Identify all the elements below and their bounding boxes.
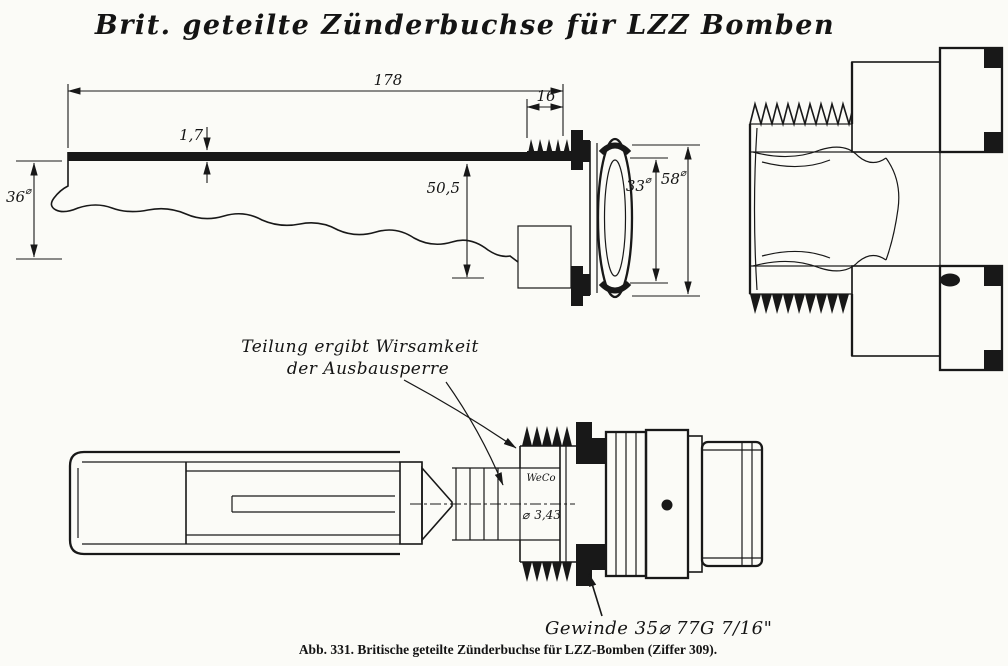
dim-178-label: 178 (374, 71, 403, 89)
wall-section-top (749, 123, 853, 153)
dim-58-label: 58⌀ (661, 168, 687, 188)
wall-section-bottom (749, 265, 853, 295)
annotation-leader-1 (403, 379, 517, 449)
hole-diameter-label: ⌀3,43 (522, 508, 561, 522)
cavity-back-wall (885, 157, 900, 261)
rim-inner-arc (753, 127, 758, 291)
locking-pin-dot (661, 499, 673, 511)
mouth-collar-step-bottom (583, 274, 590, 296)
mouth-collar-bottom (571, 266, 583, 306)
maker-mark-label: WeCo (526, 473, 555, 484)
assembly-longitudinal-section: Teilung ergibt Wirsamkeit der Ausbausper… (68, 337, 772, 639)
mouth-collar-step-top (583, 140, 590, 162)
mouth-collar-top (571, 130, 583, 170)
nut-notch (984, 48, 1002, 68)
flange-bracket-bottom (576, 544, 606, 586)
mouth-crescent-bottom (598, 280, 632, 294)
annotation-line-2: der Ausbausperre (287, 359, 449, 379)
thread-note-leader (588, 573, 603, 617)
tube-longitudinal-section: 178 16 1,7 50,5 (6, 71, 700, 306)
annotation-line-1: Teilung ergibt Wirsamkeit (241, 337, 479, 357)
cavity-contour-top (752, 146, 887, 164)
figure-title: Brit. geteilte Zünderbuchse für LZZ Bomb… (94, 10, 835, 41)
nut-notch (984, 266, 1002, 286)
tube-body-outline (68, 450, 400, 556)
spacer-ring (687, 435, 703, 573)
cavity-contour-bottom (752, 254, 887, 272)
thread-profile-top (749, 100, 853, 128)
cast-line (761, 250, 831, 259)
figure-caption: Abb. 331. Britische geteilte Zünderbuchs… (299, 642, 717, 657)
bushing-cross-section (748, 46, 1004, 372)
mouth-ellipse-inner (603, 159, 627, 277)
dim-1-7-label: 1,7 (179, 126, 203, 144)
thread-teeth-bottom (522, 562, 572, 582)
flange-section-top (851, 61, 941, 153)
mouth-ellipse-outer (596, 137, 634, 299)
thread-note-label: Gewinde 35⌀ 77G 7/16" (545, 618, 772, 639)
torn-liner-edge (50, 152, 519, 263)
flange-section-bottom (851, 265, 941, 357)
thread-profile-bottom (750, 294, 849, 314)
thread-teeth-top (527, 139, 571, 158)
internal-thread-zone (517, 225, 572, 289)
dim-36-label: 36⌀ (6, 186, 32, 206)
flange-bracket-top (576, 422, 606, 464)
nut-notch (984, 132, 1002, 152)
mouth-crescent-top (598, 142, 632, 156)
nut-notch (984, 350, 1002, 370)
cast-line (761, 159, 831, 168)
thread-teeth-top (522, 426, 572, 446)
vent-hole (940, 273, 960, 287)
dim-16-label: 16 (536, 87, 556, 105)
gaine-block (399, 461, 423, 545)
dim-50-5-label: 50,5 (427, 179, 460, 197)
end-cap (700, 440, 764, 568)
dim-33-label: 33⌀ (626, 175, 652, 195)
tube-top-wall (68, 152, 527, 161)
